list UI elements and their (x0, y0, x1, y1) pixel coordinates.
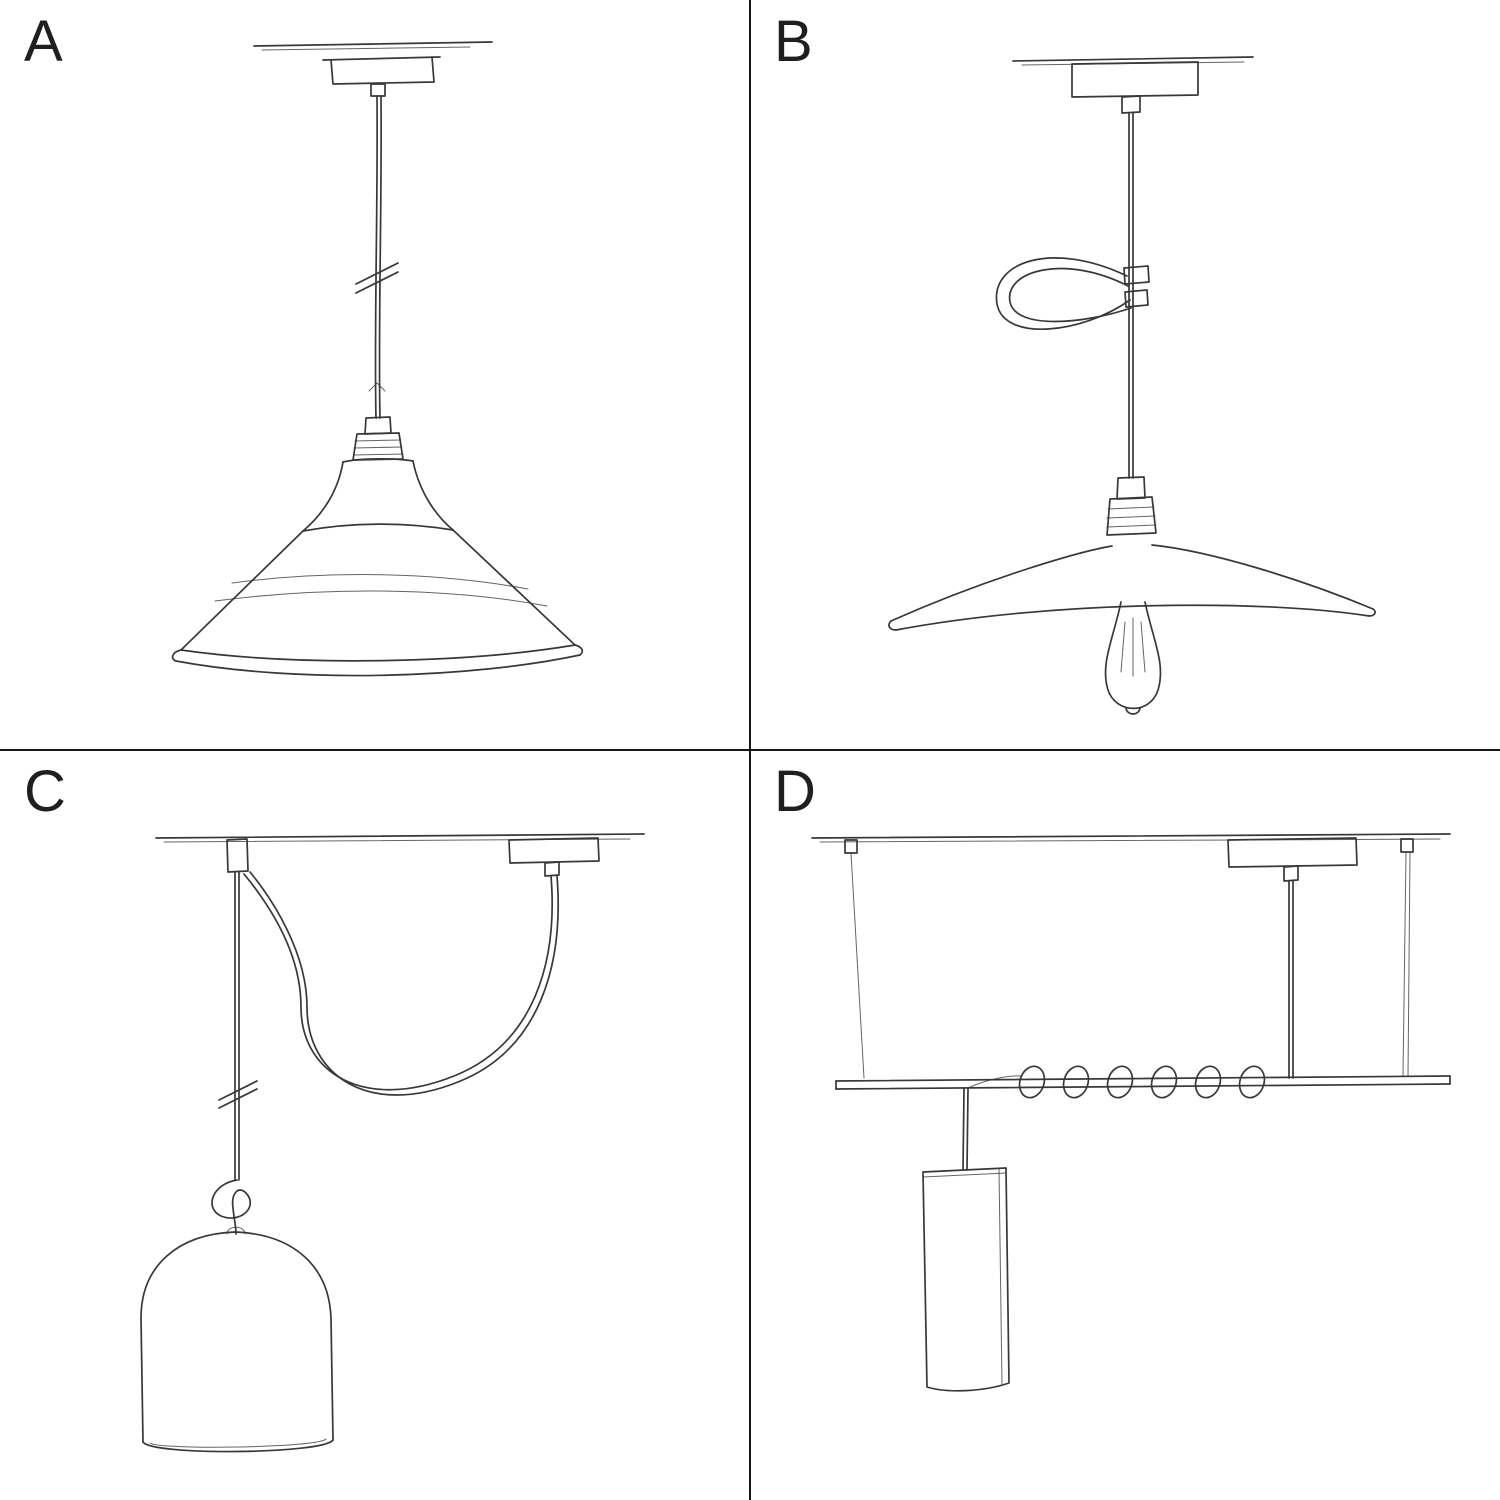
panel-c-label: C (24, 759, 67, 824)
ceiling-rose-a (322, 56, 441, 97)
panel-b: B (750, 0, 1500, 750)
swag-cable-c (243, 871, 559, 1096)
bar-suspension-tube-pendant-sketch (811, 833, 1451, 1392)
panel-d-label: D (774, 759, 817, 824)
drop-cable-c (218, 871, 258, 1181)
panel-a: A (0, 0, 750, 750)
tube-pendant-d (922, 1167, 1010, 1392)
horizontal-divider (0, 749, 1500, 751)
wrapped-cable-coil-d (967, 1065, 1266, 1099)
horizontal-bar-d (835, 1075, 1451, 1090)
panel-c: C (0, 750, 750, 1500)
ceiling-rose-b (1071, 61, 1199, 114)
ceiling-rose-c (508, 837, 600, 877)
cable-knot-c (211, 1179, 252, 1235)
pendant-industrial-shade-sketch (171, 41, 584, 677)
panel-b-label: B (774, 9, 814, 74)
bistro-shade-a (171, 458, 584, 677)
swag-pendant-bell-shade-sketch (140, 833, 645, 1453)
drop-cable-d (962, 1088, 969, 1171)
light-bulb-b (1104, 601, 1162, 715)
lamp-holder-b (1106, 476, 1157, 536)
pendant-flat-shade-bulb-sketch (888, 56, 1376, 715)
panel-a-label: A (24, 9, 64, 74)
swag-hook-c (226, 838, 249, 873)
ceiling-rose-d (1227, 837, 1358, 882)
center-stem-d (1288, 880, 1294, 1079)
cable-b (1128, 112, 1134, 479)
lamp-holder-a (352, 416, 404, 461)
ceiling-line-d (811, 833, 1451, 843)
flat-plate-shade-b (888, 544, 1376, 631)
suspension-wires-d (844, 838, 1414, 1079)
bell-shade-c (140, 1226, 334, 1453)
cable-loop-clip-b (995, 257, 1150, 330)
panel-d: D (750, 750, 1500, 1500)
ceiling-line-a (253, 41, 493, 51)
cable-a (355, 95, 399, 419)
